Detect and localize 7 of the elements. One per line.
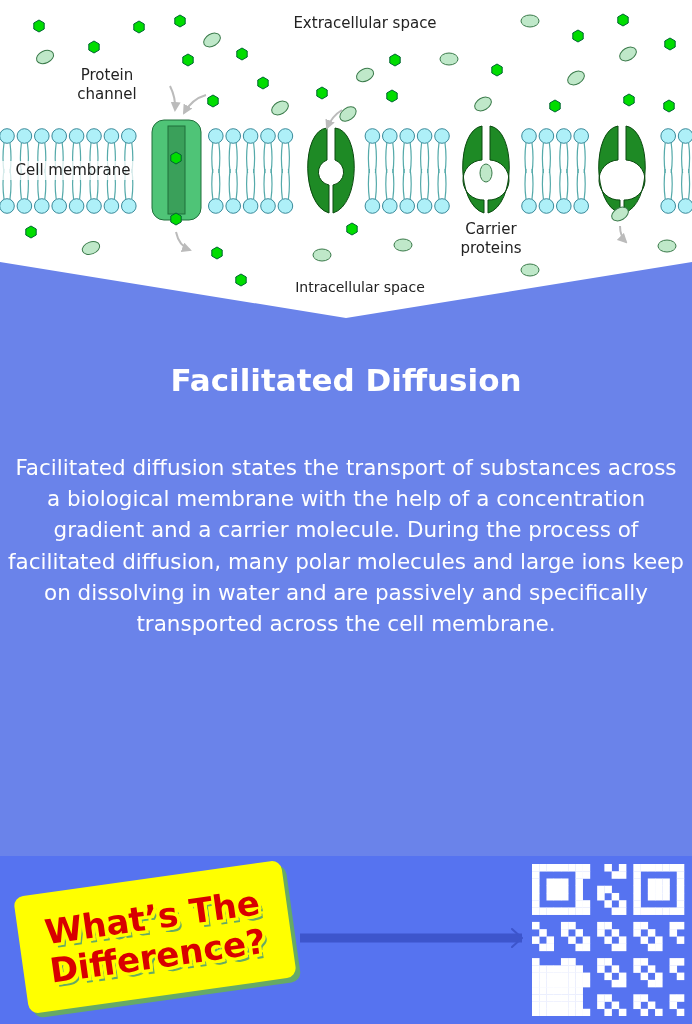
- title: Facilitated Diffusion: [169, 362, 523, 398]
- diagram-label: Intracellular space: [294, 279, 426, 297]
- description-paragraph: Facilitated diffusion states the transport of substances across a biological membrane with the help of a concentration gradient and a carrier molecule. During the process of facilitated diffusion, many polar molecules and large ions keep on dissolving in water and are passively and specifically transported across the cell membrane.: [7, 454, 685, 638]
- arrow: [300, 928, 523, 948]
- diagram-label: Extracellular space: [292, 14, 438, 33]
- diagram-label: Protein channel: [76, 66, 138, 104]
- diagram-label: Carrier proteins: [459, 220, 523, 258]
